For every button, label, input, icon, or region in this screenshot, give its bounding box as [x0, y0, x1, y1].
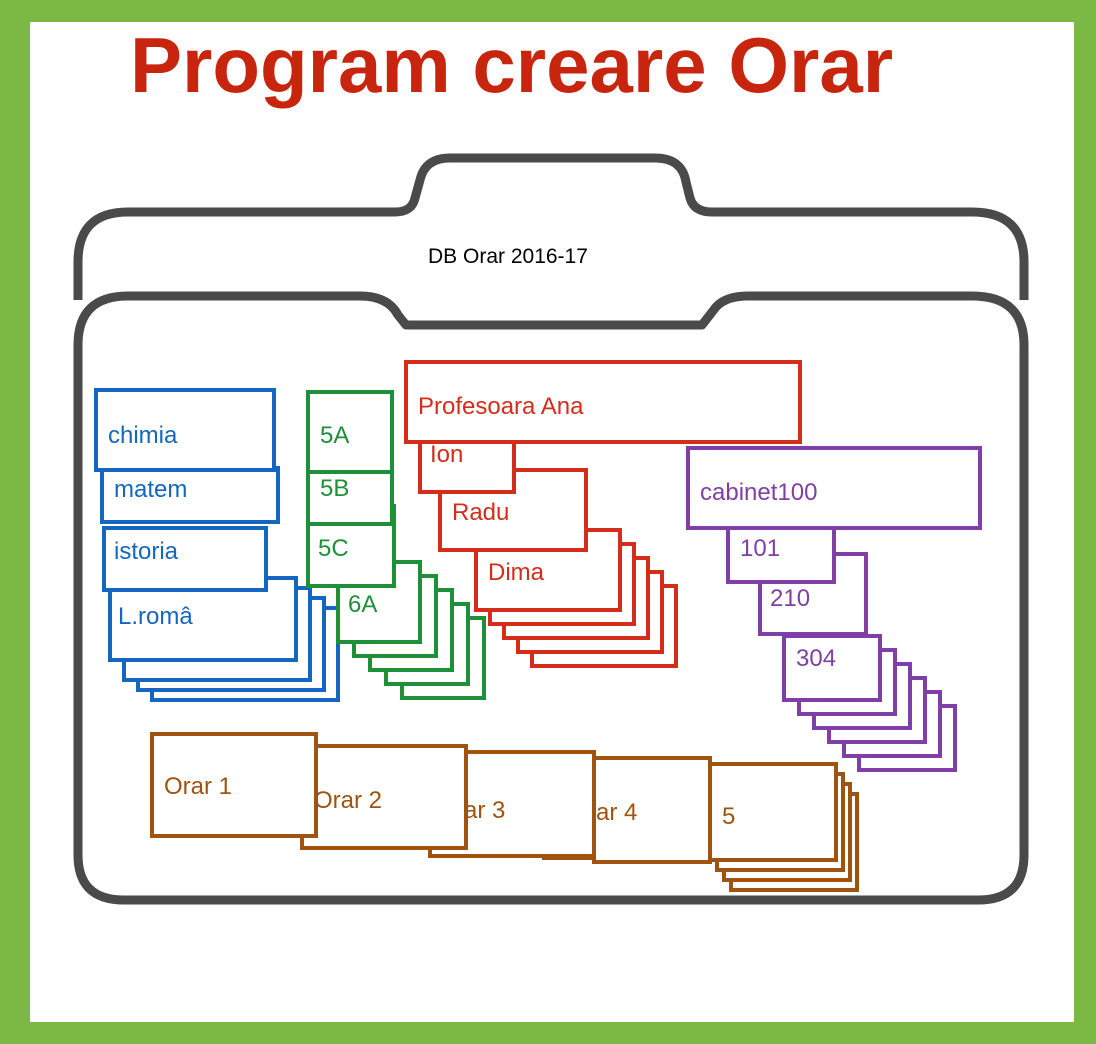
subject-card — [94, 388, 276, 472]
room-label: 101 — [740, 535, 780, 562]
class-label: 5A — [320, 422, 349, 449]
class-label: 5B — [320, 475, 349, 502]
class-card — [306, 390, 394, 474]
schedule-card — [708, 762, 838, 862]
class-label: 5C — [318, 535, 349, 562]
subject-label: istoria — [114, 538, 179, 565]
subject-label: L.româ — [118, 603, 193, 630]
teacher-label: Radu — [452, 499, 509, 526]
room-card — [782, 634, 882, 702]
folder-label: DB Orar 2016-17 — [428, 245, 588, 268]
teacher-label: Dima — [488, 559, 545, 586]
schedule-label: Orar 2 — [314, 787, 382, 814]
page-title: Program creare Orar — [130, 21, 894, 109]
class-label: 6A — [348, 591, 377, 618]
schedule-card — [150, 732, 318, 838]
teachers-group: Dima Radu Ion Profesoara Ana — [404, 360, 802, 668]
classes-group: 6A 5C 5B 5A — [306, 390, 486, 700]
rooms-group: 304 210 101 cabinet100 — [686, 446, 982, 772]
subject-card — [102, 526, 268, 592]
schedule-card — [300, 744, 468, 850]
schedule-label: ar 4 — [596, 799, 637, 826]
subject-label: chimia — [108, 422, 178, 449]
schedule-label: 5 — [722, 803, 735, 830]
subject-label: matem — [114, 476, 187, 503]
room-label: 210 — [770, 585, 810, 612]
subjects-group: L.româ istoria matem chimia — [94, 388, 340, 702]
room-label: 304 — [796, 645, 836, 672]
room-card — [726, 526, 836, 584]
teacher-card — [404, 360, 802, 444]
room-card — [686, 446, 982, 530]
database-folder-icon — [73, 153, 1029, 905]
schedule-label: Orar 1 — [164, 773, 232, 800]
teacher-label: Profesoara Ana — [418, 393, 584, 420]
teacher-label: Ion — [430, 441, 463, 468]
room-label: cabinet100 — [700, 479, 817, 506]
